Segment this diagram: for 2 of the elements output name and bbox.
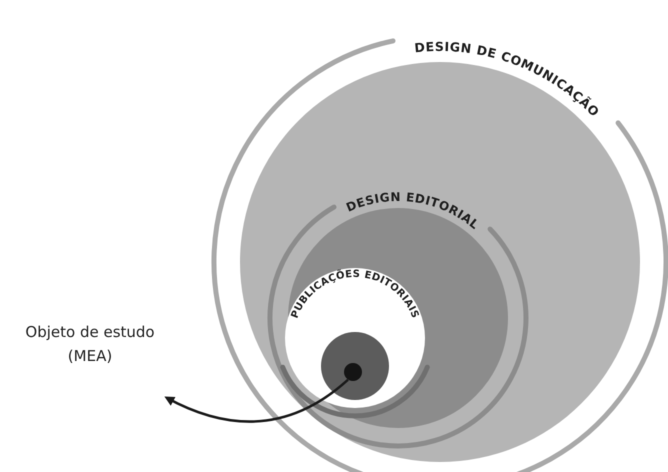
curved-arrow	[164, 378, 349, 423]
node-label: Objeto de estudo (MEA)	[24, 322, 156, 367]
